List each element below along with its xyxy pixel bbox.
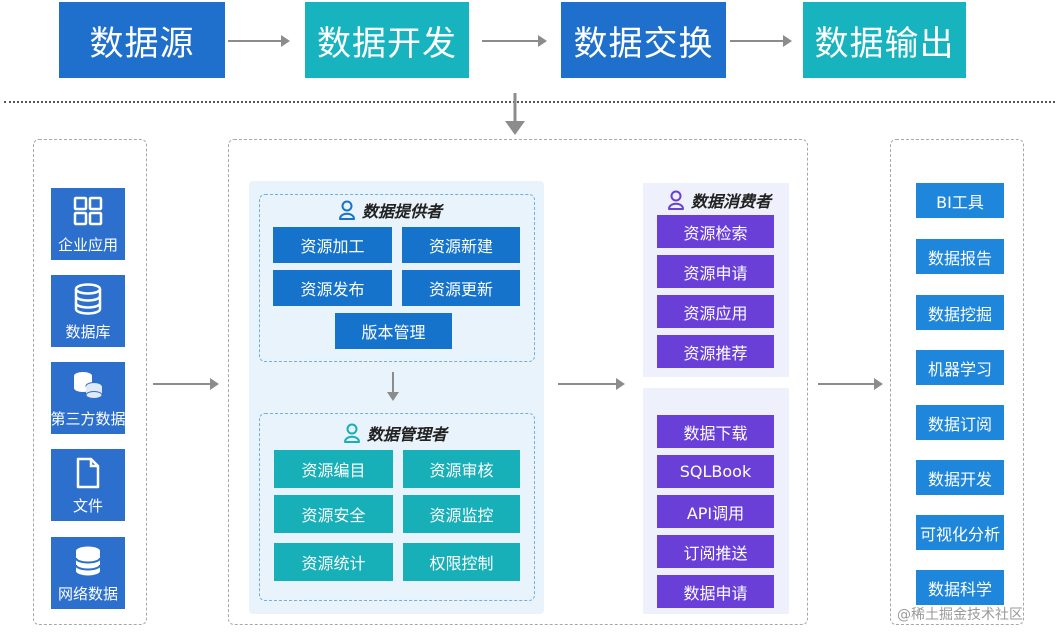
exchange-panel [228, 139, 808, 625]
manager-item[interactable]: 资源安全 [274, 495, 393, 533]
flow-arrow-1 [228, 35, 290, 47]
watermark: @稀土掘金技术社区 [897, 607, 1023, 623]
user-icon [339, 200, 355, 220]
provider-box [259, 194, 535, 362]
down-arrow-icon [505, 93, 525, 135]
provider-title: 数据提供者 [338, 198, 442, 222]
consumer-item[interactable]: 资源申请 [657, 255, 774, 288]
arrow-exchange-to-outputs [818, 378, 883, 390]
grid-icon [73, 196, 103, 226]
source-tile-file: 文件 [51, 449, 125, 521]
output-item[interactable]: 数据开发 [916, 460, 1004, 495]
output-item[interactable]: 数据挖掘 [916, 295, 1004, 330]
output-item[interactable]: BI工具 [916, 183, 1004, 218]
manager-box [259, 413, 535, 601]
manager-item[interactable]: 资源统计 [274, 543, 393, 581]
source-tile-database: 数据库 [51, 275, 125, 347]
source-tile-enterprise-app: 企业应用 [51, 188, 125, 260]
provider-item[interactable]: 资源加工 [273, 227, 392, 263]
source-label: 企业应用 [57, 236, 118, 254]
flow-arrow-3 [730, 35, 792, 47]
output-item[interactable]: 数据科学 [916, 570, 1004, 605]
consumer-item[interactable]: 数据申请 [657, 575, 774, 608]
manager-item[interactable]: 资源编目 [274, 450, 393, 488]
output-item[interactable]: 可视化分析 [916, 515, 1004, 550]
source-label: 数据库 [65, 323, 111, 341]
consumer-item[interactable]: SQLBook [657, 455, 774, 488]
provider-item[interactable]: 版本管理 [335, 313, 452, 349]
sources-panel [33, 139, 147, 625]
file-icon [76, 457, 100, 489]
consumer-item[interactable]: 资源应用 [657, 295, 774, 328]
output-item[interactable]: 机器学习 [916, 350, 1004, 385]
consumer-item[interactable]: 资源推荐 [657, 335, 774, 368]
consumer-item[interactable]: 数据下载 [657, 415, 774, 448]
output-item[interactable]: 数据报告 [916, 239, 1004, 274]
provider-item[interactable]: 资源更新 [402, 270, 520, 306]
consumer-item[interactable]: 订阅推送 [657, 535, 774, 568]
coins-icon [74, 372, 103, 399]
arrow-provider-to-consumer [558, 378, 625, 390]
source-tile-third-party: 第三方数据 [50, 362, 126, 434]
manager-item[interactable]: 资源监控 [403, 495, 520, 533]
flow-step-data-source: 数据源 [59, 2, 225, 78]
dotted-divider [4, 101, 1055, 103]
flow-arrow-2 [482, 35, 547, 47]
manager-item[interactable]: 资源审核 [403, 450, 520, 488]
manager-title-text: 数据管理者 [367, 425, 448, 444]
user-icon [344, 423, 360, 443]
manager-item[interactable]: 权限控制 [403, 543, 520, 581]
down-arrow-icon [387, 372, 399, 401]
provider-item[interactable]: 资源发布 [273, 270, 392, 306]
consumer-title-text: 数据消费者 [691, 192, 772, 211]
consumer-item[interactable]: 资源检索 [657, 215, 774, 248]
source-label: 网络数据 [57, 585, 118, 603]
arrow-sources-to-exchange [153, 378, 219, 390]
consumer-item[interactable]: API调用 [657, 495, 774, 528]
outputs-panel [890, 139, 1024, 625]
source-tile-network-data: 网络数据 [51, 537, 125, 609]
provider-item[interactable]: 资源新建 [402, 227, 520, 263]
database-icon [75, 546, 101, 576]
flow-step-data-output: 数据输出 [803, 2, 966, 78]
output-item[interactable]: 数据订阅 [916, 405, 1004, 440]
provider-title-text: 数据提供者 [362, 202, 443, 221]
flow-step-data-exchange: 数据交换 [561, 2, 726, 78]
consumer-title: 数据消费者 [667, 188, 771, 212]
manager-title: 数据管理者 [343, 421, 447, 445]
flow-step-data-development: 数据开发 [305, 2, 469, 78]
database-icon [74, 283, 102, 315]
user-icon [668, 190, 684, 210]
source-label: 文件 [72, 497, 103, 515]
source-label: 第三方数据 [50, 410, 126, 428]
